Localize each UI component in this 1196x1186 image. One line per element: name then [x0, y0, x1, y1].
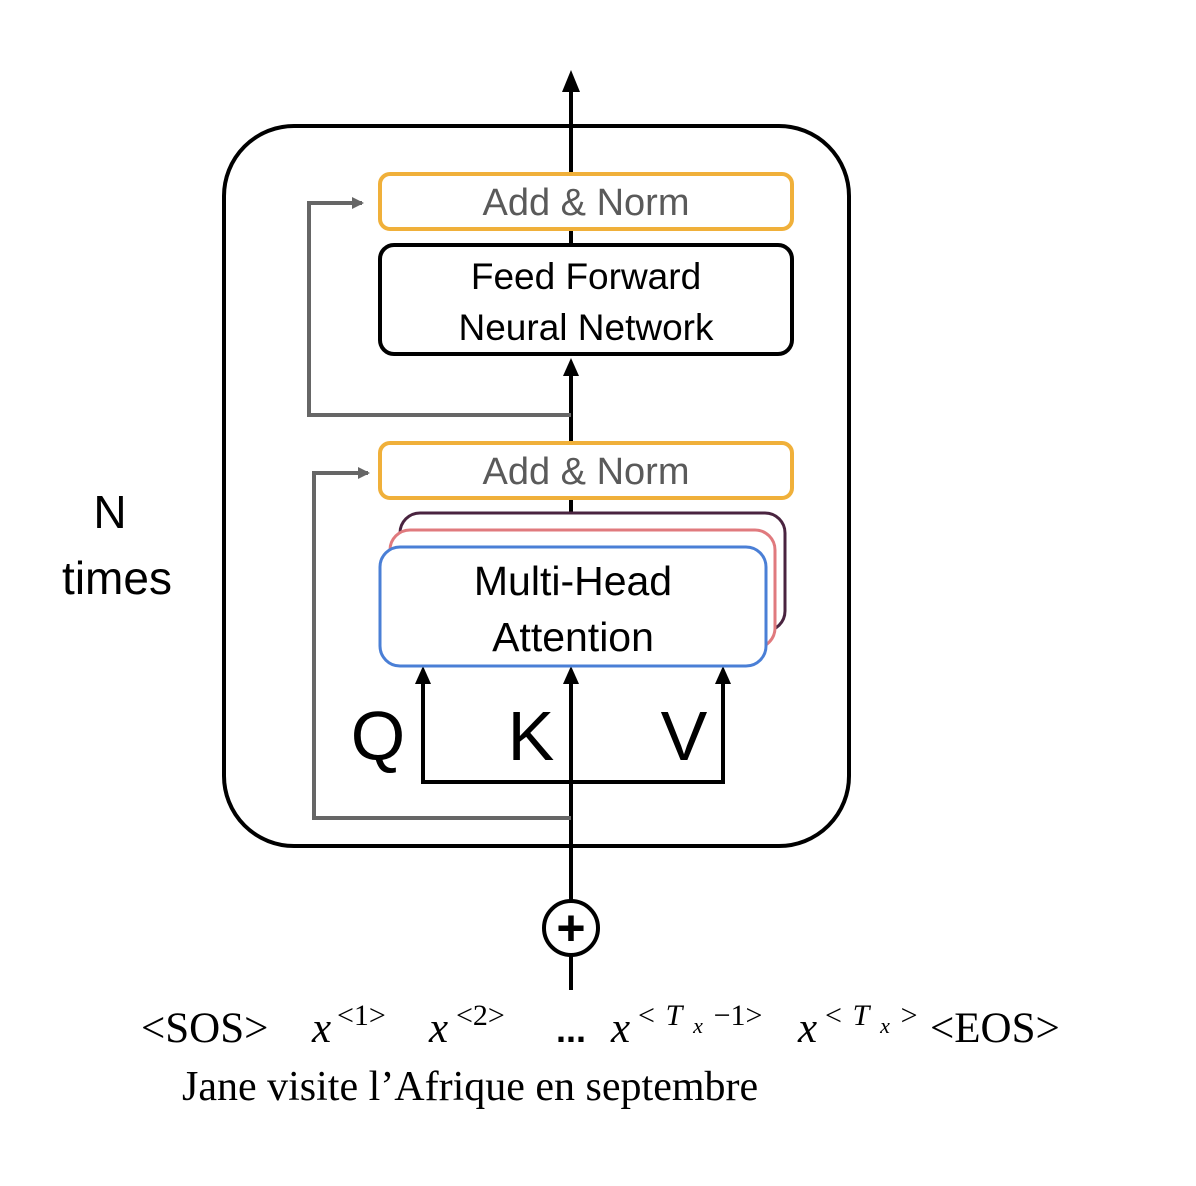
- k-arrow-head: [563, 666, 579, 684]
- output-arrow-head: [562, 70, 580, 92]
- n-times-label-line1: N: [93, 486, 126, 538]
- token-x1: x: [311, 1005, 331, 1052]
- add-norm-top-box: [378, 172, 794, 231]
- token-xtx-minus1-sup-close: −1>: [714, 999, 763, 1032]
- token-sos: <SOS>: [141, 1005, 268, 1052]
- token-x2-sup: <2>: [456, 999, 505, 1032]
- positional-sum-circle: [542, 899, 600, 957]
- token-x2: x: [428, 1005, 448, 1052]
- residual-line-top: [307, 197, 571, 417]
- token-ellipsis: ...: [556, 1009, 586, 1050]
- token-xtx: x: [797, 1005, 817, 1052]
- add-norm-bottom-box: [378, 441, 794, 500]
- residual-line-bottom: [312, 467, 571, 820]
- ffn-arrow-head: [563, 358, 579, 376]
- q-label: Q: [351, 697, 405, 775]
- encoder-block: [222, 124, 851, 848]
- input-sentence: Jane visite l’Afrique en septembre: [182, 1064, 758, 1110]
- token-xtx-sup-close: >: [901, 999, 918, 1032]
- feed-forward-label-line1: Feed Forward: [471, 256, 701, 297]
- attention-label-line1: Multi-Head: [474, 558, 672, 604]
- token-xtx-minus1-sup-sub: x: [692, 1013, 703, 1038]
- token-x1-sup: <1>: [337, 999, 386, 1032]
- token-xtx-sup-open: <: [825, 999, 842, 1032]
- token-xtx-minus1: x: [610, 1005, 630, 1052]
- attention-head-front: [378, 545, 768, 668]
- v-label: V: [661, 697, 708, 775]
- plus-icon: +: [556, 900, 585, 956]
- n-times-label-line2: times: [62, 552, 172, 604]
- qv-branch-line: [421, 672, 725, 784]
- feed-forward-box: [378, 243, 794, 356]
- add-norm-bottom-label: Add & Norm: [483, 451, 690, 493]
- token-eos: <EOS>: [930, 1005, 1060, 1052]
- token-xtx-sup-t: T: [853, 999, 872, 1032]
- k-label: K: [508, 697, 555, 775]
- token-xtx-minus1-sup-open: <: [638, 999, 655, 1032]
- v-arrow-head: [715, 666, 731, 684]
- attention-label-line2: Attention: [492, 614, 654, 660]
- token-sequence: <SOS> x <1> x <2> ... x < T x −1> x < T …: [141, 988, 1060, 1052]
- add-norm-top-label: Add & Norm: [483, 182, 690, 224]
- q-arrow-head: [415, 666, 431, 684]
- feed-forward-label-line2: Neural Network: [459, 307, 714, 348]
- token-xtx-sup-sub: x: [879, 1013, 890, 1038]
- token-xtx-minus1-sup-t: T: [666, 999, 685, 1032]
